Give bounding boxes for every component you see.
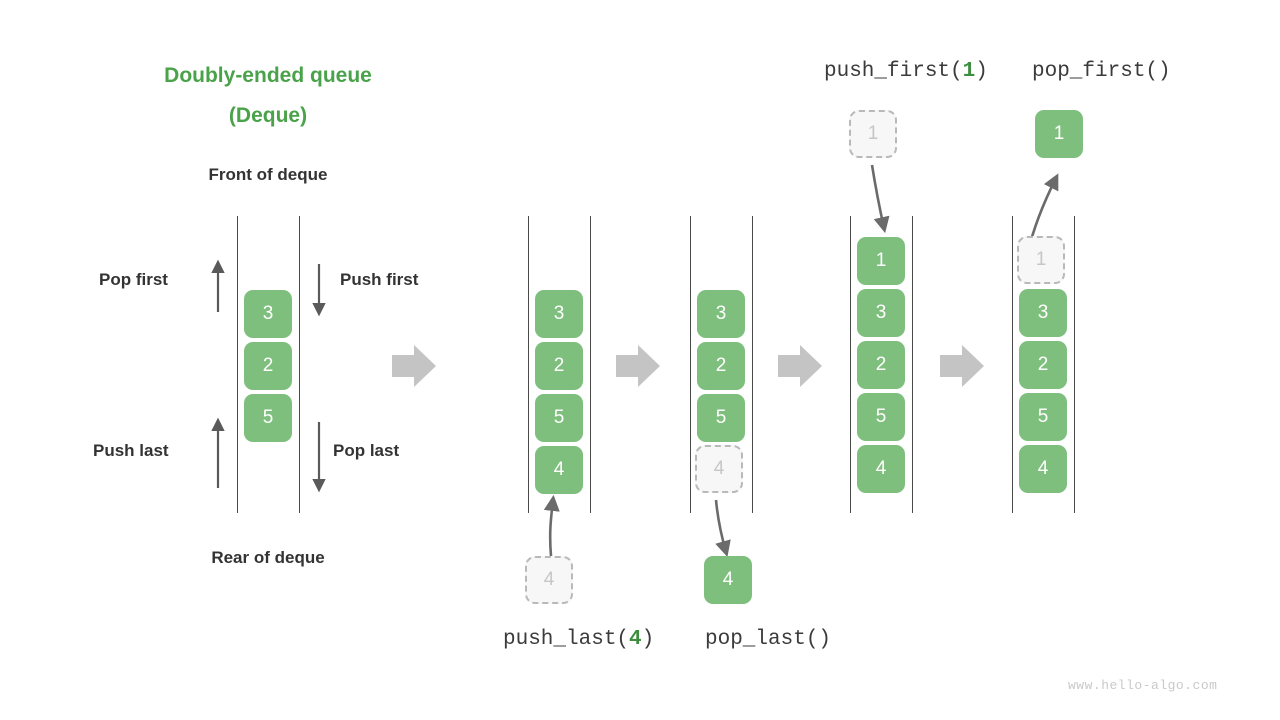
deque-box: 4 xyxy=(535,446,583,494)
deque-box: 3 xyxy=(244,290,292,338)
deque-box: 1 xyxy=(857,237,905,285)
deque-box: 5 xyxy=(535,394,583,442)
pop-first-label: Pop first xyxy=(99,270,168,289)
deque-box: 2 xyxy=(1019,341,1067,389)
caption-prefix: pop_last() xyxy=(705,628,832,651)
deque-rail-right-1 xyxy=(299,216,300,513)
deque-box: 3 xyxy=(535,290,583,338)
deque-box: 2 xyxy=(535,342,583,390)
deque-rail-right-3 xyxy=(752,216,753,513)
deque-rail-left-1 xyxy=(237,216,238,513)
deque-rail-left-2 xyxy=(528,216,529,513)
transition-arrow-1 xyxy=(392,345,436,387)
deque-box: 3 xyxy=(697,290,745,338)
push-last-source-box: 4 xyxy=(525,556,573,604)
transition-arrow-4 xyxy=(940,345,984,387)
caption-arg: 1 xyxy=(962,60,976,83)
pop-last-motion-arrow xyxy=(714,499,731,557)
push-first-label: Push first xyxy=(340,270,419,289)
deque-box: 3 xyxy=(857,289,905,337)
deque-rail-left-5 xyxy=(1012,216,1013,513)
deque-box: 5 xyxy=(857,393,905,441)
deque-box: 4 xyxy=(857,445,905,493)
deque-box: 5 xyxy=(1019,393,1067,441)
caption-suffix: ) xyxy=(975,60,988,83)
push-first-motion-arrow xyxy=(870,164,890,234)
push-last-label: Push last xyxy=(93,441,169,460)
caption-suffix: ) xyxy=(641,628,655,651)
pop-first-result-box: 1 xyxy=(1035,110,1083,158)
deque-rail-right-2 xyxy=(590,216,591,513)
deque-box: 5 xyxy=(244,394,292,442)
watermark: www.hello-algo.com xyxy=(1068,678,1218,693)
front-of-deque-label: Front of deque xyxy=(208,165,328,184)
pop-last-caption: pop_last() xyxy=(705,628,831,651)
deque-box: 4 xyxy=(1019,445,1067,493)
deque-box: 2 xyxy=(244,342,292,390)
deque-box-ghost: 1 xyxy=(1017,236,1065,284)
title-line-1: Doubly-ended queue xyxy=(164,64,372,87)
deque-box: 2 xyxy=(857,341,905,389)
deque-rail-left-4 xyxy=(850,216,851,513)
caption-arg: 4 xyxy=(629,628,642,651)
caption-prefix: push_first( xyxy=(824,60,963,83)
caption-prefix: push_last( xyxy=(503,628,630,651)
deque-rail-left-3 xyxy=(690,216,691,513)
push-last-motion-arrow xyxy=(543,494,560,557)
deque-box: 5 xyxy=(697,394,745,442)
transition-arrow-2 xyxy=(616,345,660,387)
pop-last-result-box: 4 xyxy=(704,556,752,604)
page-title: Doubly-ended queue (Deque) xyxy=(112,56,424,136)
rear-of-deque-label: Rear of deque xyxy=(211,548,325,567)
pop-first-caption: pop_first() xyxy=(1032,60,1171,83)
push-first-caption: push_first(1) xyxy=(824,60,988,83)
deque-rail-right-4 xyxy=(912,216,913,513)
push-last-caption: push_last(4) xyxy=(503,628,654,651)
push-first-source-box: 1 xyxy=(849,110,897,158)
caption-prefix: pop_first() xyxy=(1032,60,1171,83)
transition-arrow-3 xyxy=(778,345,822,387)
deque-box: 3 xyxy=(1019,289,1067,337)
title-line-2: (Deque) xyxy=(228,104,308,127)
deque-box-ghost: 4 xyxy=(695,445,743,493)
pop-last-label: Pop last xyxy=(333,441,400,460)
deque-box: 2 xyxy=(697,342,745,390)
deque-rail-right-5 xyxy=(1074,216,1075,513)
